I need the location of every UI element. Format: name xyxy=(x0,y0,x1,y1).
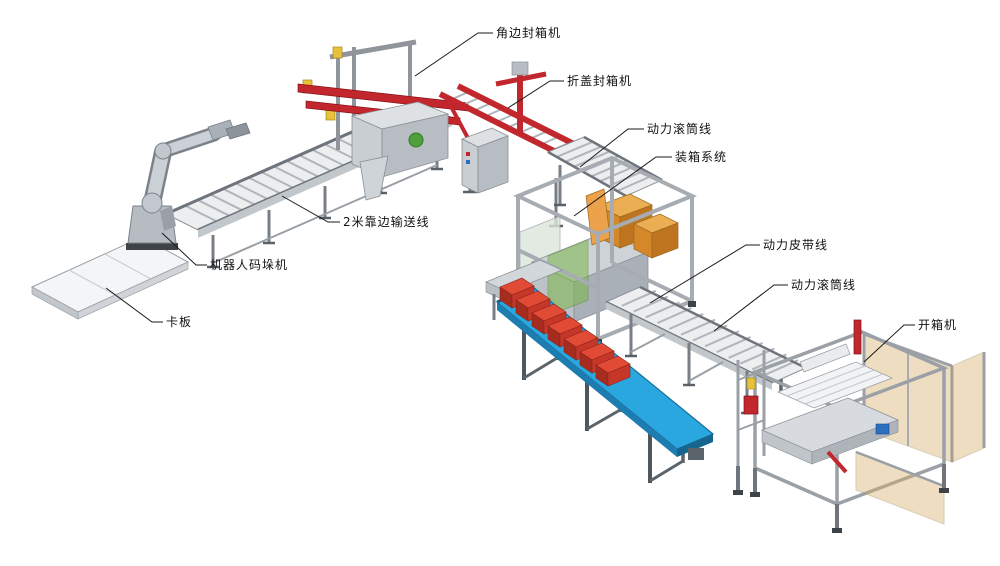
label-case-packing-system: 装箱系统 xyxy=(675,150,728,164)
label-corner-edge-sealer: 角边封箱机 xyxy=(496,26,562,40)
robot-palletizer xyxy=(126,119,251,250)
case-erector xyxy=(733,319,986,533)
pallet xyxy=(30,236,190,320)
corner-edge-sealer xyxy=(297,39,469,201)
label-power-belt-line: 动力皮带线 xyxy=(763,238,829,252)
label-power-roller-line-b: 动力滚筒线 xyxy=(791,278,857,292)
label-power-roller-line-a: 动力滚筒线 xyxy=(647,122,713,136)
label-flap-fold-sealer: 折盖封箱机 xyxy=(567,74,633,88)
label-case-erector: 开箱机 xyxy=(918,318,958,332)
leader-lines xyxy=(105,32,915,363)
label-edge-conveyor-2m: 2米靠边输送线 xyxy=(343,215,430,229)
green-logo-badge xyxy=(408,132,424,148)
label-robot-palletizer: 机器人码垛机 xyxy=(210,258,289,272)
label-pallet: 卡板 xyxy=(166,315,193,329)
control-cabinet xyxy=(460,127,510,194)
